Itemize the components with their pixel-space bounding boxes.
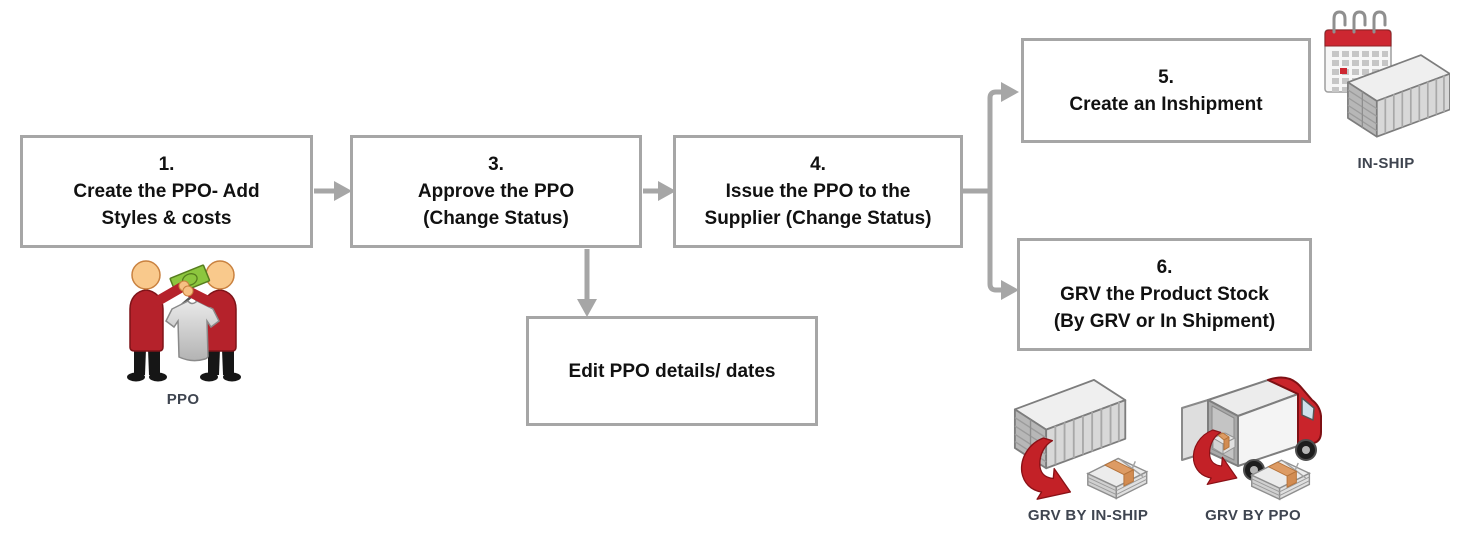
step-1-line: Create the PPO- Add — [73, 181, 260, 202]
delivery-truck-icon — [1181, 376, 1322, 481]
step-5-number: 5. — [1158, 66, 1174, 88]
edit-ppo-line: Edit PPO details/ dates — [568, 360, 776, 382]
person-left-arm — [151, 282, 187, 307]
ppo-iconblock: PPO — [108, 255, 258, 408]
red-curved-arrow-icon — [1020, 437, 1072, 500]
step-3-box: 3. Approve the PPO (Change Status) — [350, 135, 642, 248]
grv-by-in-ship-icon — [1013, 379, 1149, 500]
grv-by-ppo-iconblock: GRV BY PPO — [1168, 368, 1338, 524]
step-3-line: Approve the PPO — [417, 181, 575, 202]
person-right-hand — [182, 285, 194, 297]
in-ship-icon — [1324, 10, 1450, 138]
step-4-box: 4. Issue the PPO to the Supplier (Change… — [673, 135, 963, 248]
step-1-box: 1. Create the PPO- Add Styles & costs — [20, 135, 313, 248]
connector-step3-step4 — [643, 181, 676, 201]
step-6-number: 6. — [1156, 257, 1173, 278]
step-4-line: Issue the PPO to the — [725, 181, 911, 202]
grv-by-in-ship-iconblock: GRV BY IN-SHIP — [1008, 376, 1168, 524]
ppo-trade-icon — [127, 260, 241, 382]
in-ship-iconblock: IN-SHIP — [1322, 6, 1450, 172]
step-4-number: 4. — [810, 154, 826, 175]
grv-by-ppo-icon — [1181, 376, 1322, 501]
money-stack-icon — [1086, 457, 1149, 500]
red-curved-arrow-icon — [1192, 429, 1238, 486]
step-6-line: GRV the Product Stock — [1060, 284, 1269, 305]
container-icon — [1347, 54, 1450, 138]
person-left — [127, 260, 167, 382]
step-1-number: 1. — [158, 154, 175, 175]
connector-step3-edit — [577, 249, 597, 317]
step-4-line: Supplier (Change Status) — [704, 208, 932, 229]
connector-branch-step5 — [987, 82, 1019, 191]
connector-branch-step6 — [987, 191, 1019, 300]
edit-ppo-box: Edit PPO details/ dates — [526, 316, 818, 426]
step-6-box: 6. GRV the Product Stock (By GRV or In S… — [1017, 238, 1312, 351]
step-1-line: Styles & costs — [101, 208, 232, 229]
step-5-line: Create an Inshipment — [1069, 93, 1263, 115]
ppo-icon-label: PPO — [166, 391, 200, 408]
step-6-line: (By GRV or In Shipment) — [1053, 311, 1276, 332]
step-3-number: 3. — [488, 154, 504, 175]
step-3-line: (Change Status) — [423, 208, 569, 229]
in-ship-icon-label: IN-SHIP — [1357, 155, 1415, 172]
connector-step1-step3 — [314, 181, 352, 201]
grv-by-in-ship-icon-label: GRV BY IN-SHIP — [1027, 507, 1149, 524]
grv-by-ppo-icon-label: GRV BY PPO — [1205, 507, 1301, 524]
money-stack-icon — [1250, 459, 1311, 501]
person-right-arm — [185, 287, 215, 307]
step-5-box: 5. Create an Inshipment — [1021, 38, 1311, 143]
